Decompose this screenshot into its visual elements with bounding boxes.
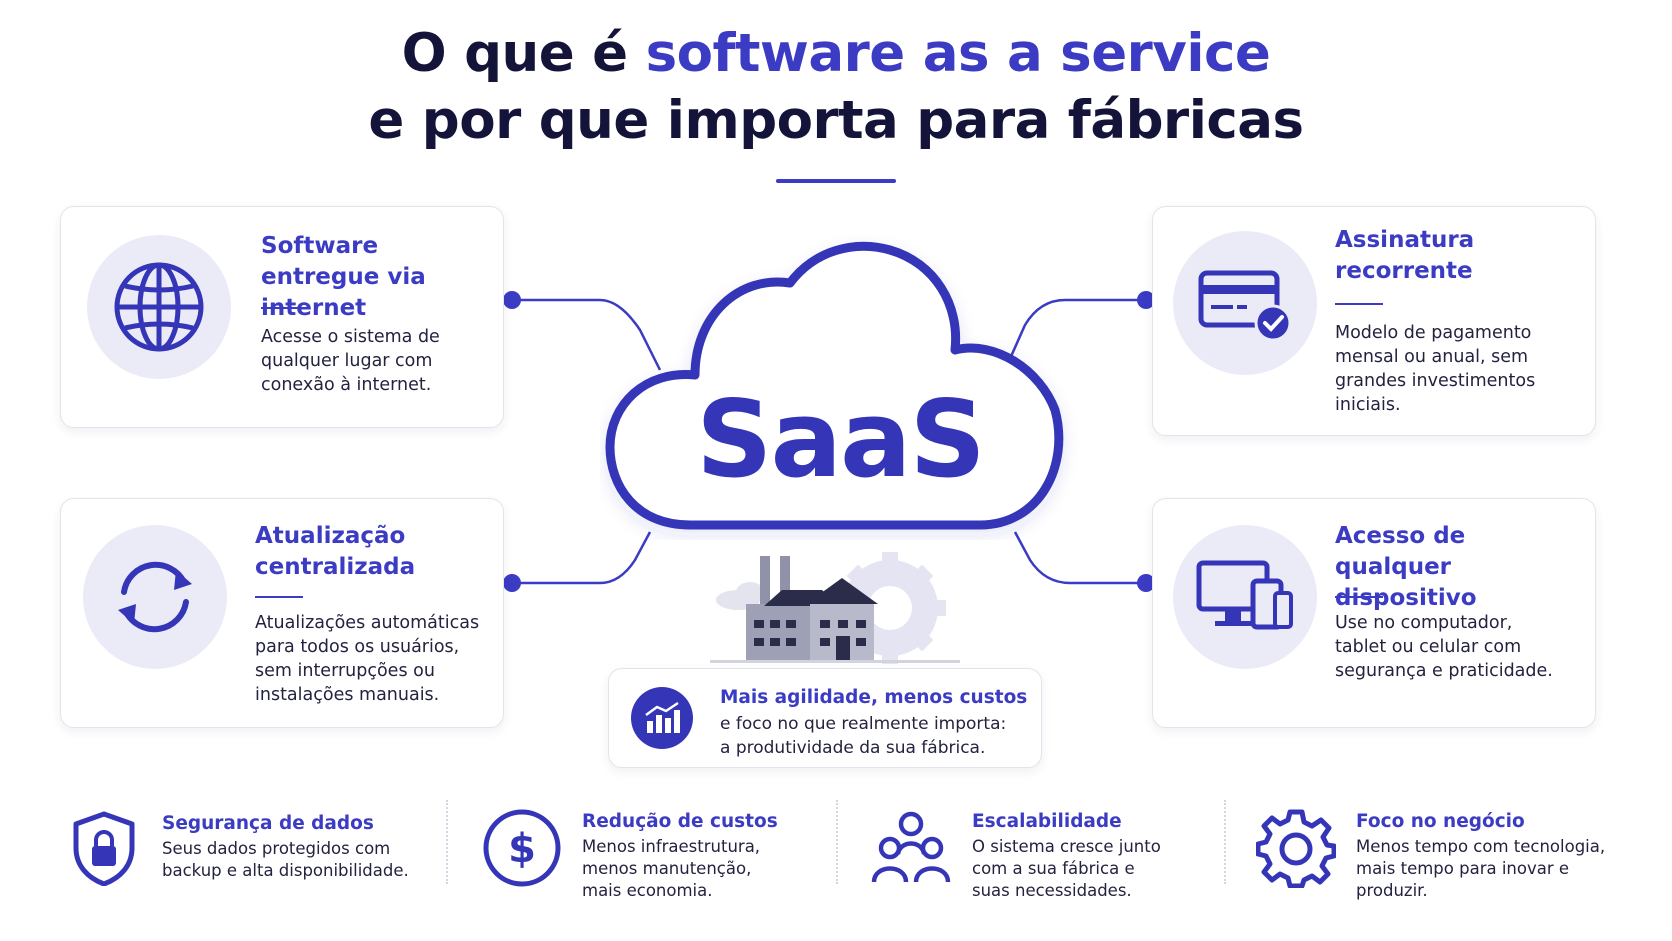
connector-dot-devices — [1137, 574, 1155, 592]
highlight-title: Mais agilidade, menos custos — [720, 687, 1028, 708]
card-subscription-title: Assinatura recorrente — [1335, 227, 1475, 284]
feature-scalability-text: O sistema cresce junto com a sua fábrica… — [972, 837, 1161, 900]
feature-divider-1 — [446, 800, 448, 884]
people-icon — [871, 811, 951, 883]
title-accent: software as a service — [645, 23, 1271, 84]
card-internet-text: Acesse o sistema de qualquer lugar com c… — [261, 327, 440, 395]
card-updates-text: Atualizações automáticas para todos os u… — [255, 613, 480, 705]
shield-lock-icon — [73, 811, 135, 886]
globe-icon-circle — [87, 235, 231, 379]
card-subscription-rule — [1335, 303, 1383, 305]
feature-security-title: Segurança de dados — [162, 813, 374, 834]
feature-cost-text: Menos infraestrutura, menos manutenção, … — [582, 837, 761, 900]
page-title: O que é software as a service e por que … — [0, 20, 1672, 154]
devices-icon — [1196, 560, 1293, 630]
feature-cost-title: Redução de custos — [582, 811, 778, 832]
connector-dot-subscription — [1137, 291, 1155, 309]
card-internet-rule — [261, 307, 309, 309]
gear-icon — [1256, 809, 1336, 888]
feature-divider-3 — [1224, 800, 1226, 884]
card-updates: Atualização centralizada Atualizações au… — [60, 498, 504, 728]
feature-divider-2 — [836, 800, 838, 884]
feature-business-text: Menos tempo com tecnologia, mais tempo p… — [1356, 837, 1606, 900]
connector-dot-updates — [503, 574, 521, 592]
card-internet-title: Software entregue via internet — [261, 233, 426, 321]
card-devices-title: Acesso de qualquer dispositivo — [1335, 523, 1477, 611]
connector-subscription — [1003, 298, 1146, 371]
credit-card-check-icon — [1198, 270, 1292, 342]
connector-devices — [1013, 531, 1146, 585]
highlight-card — [608, 668, 1042, 768]
factory-icon — [710, 552, 960, 664]
card-devices-rule — [1335, 596, 1383, 598]
card-updates-rule — [255, 596, 303, 598]
card-subscription: Assinatura recorrente Modelo de pagament… — [1152, 206, 1596, 436]
card-internet: Software entregue via internet Acesse o … — [60, 206, 504, 428]
connector-internet — [512, 298, 662, 371]
refresh-icon — [118, 561, 192, 633]
devices-icon-circle — [1173, 525, 1317, 669]
svg-text:$: $ — [508, 826, 536, 872]
dollar-icon: $ — [483, 809, 561, 887]
saas-label: SaaS — [696, 378, 986, 501]
highlight-text: e foco no que realmente importa: a produ… — [720, 714, 1007, 758]
card-subscription-text: Modelo de pagamento mensal ou anual, sem… — [1335, 323, 1536, 415]
card-updates-title: Atualização centralizada — [255, 523, 416, 580]
feature-scalability-title: Escalabilidade — [972, 811, 1122, 832]
cloud-icon — [605, 241, 1064, 530]
connector-dot-internet — [503, 291, 521, 309]
connector-updates — [512, 531, 652, 585]
refresh-icon-circle — [83, 525, 227, 669]
feature-security-text: Seus dados protegidos com backup e alta … — [162, 839, 409, 880]
growth-chart-icon — [645, 701, 680, 733]
growth-icon-circle — [631, 687, 693, 749]
title-line-2: e por que importa para fábricas — [368, 90, 1304, 151]
feature-business-title: Foco no negócio — [1356, 811, 1525, 832]
card-devices-text: Use no computador, tablet ou celular com… — [1335, 613, 1553, 681]
title-part1: O que é — [401, 23, 646, 84]
title-line-1: O que é software as a service — [0, 20, 1672, 87]
credit-card-icon-circle — [1173, 231, 1317, 375]
globe-icon — [114, 262, 204, 352]
card-devices: Acesso de qualquer dispositivo Use no co… — [1152, 498, 1596, 728]
title-divider — [776, 179, 896, 183]
